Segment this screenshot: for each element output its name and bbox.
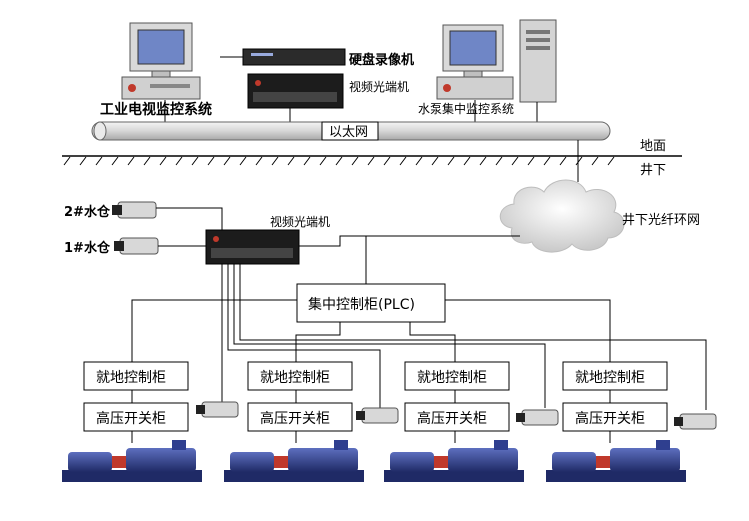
unit-2: 就地控制柜 高压开关柜	[247, 361, 399, 432]
optical-under-label: 视频光端机	[270, 214, 330, 229]
hv-switch-label: 高压开关柜	[96, 410, 166, 427]
camera-icon	[356, 407, 399, 424]
pump-icon	[384, 440, 524, 482]
wire-plc-left	[131, 299, 297, 362]
local-control-label: 就地控制柜	[575, 370, 645, 386]
optical-transceiver-under-icon	[205, 229, 300, 265]
pump-monitor-computer-icon	[436, 24, 514, 100]
wire-plc-unit3	[409, 322, 456, 362]
dvr-label: 硬盘录像机	[349, 52, 414, 68]
hv-switch-box	[404, 402, 510, 432]
sump2-label: 2#水仓	[64, 204, 111, 220]
camera-sump1-icon	[114, 237, 159, 255]
camera-icon	[196, 401, 239, 418]
dvr-icon	[242, 48, 346, 66]
camera-sump2-icon	[112, 201, 157, 219]
underground-label: 井下	[640, 163, 666, 178]
plc-box	[296, 283, 446, 323]
pump-icon	[546, 440, 686, 482]
industrial-tv-label: 工业电视监控系统	[100, 101, 212, 118]
wire-video-2	[233, 264, 546, 408]
hv-switch-label: 高压开关柜	[575, 410, 645, 427]
wire-plc-right	[445, 299, 611, 362]
unit-1: 就地控制柜 高压开关柜	[83, 361, 239, 432]
wire-plc-unit2	[295, 322, 341, 362]
local-control-box	[404, 361, 510, 391]
server-tower-icon	[519, 19, 557, 103]
hv-switch-box	[247, 402, 353, 432]
local-control-box	[83, 361, 189, 391]
pump-icon	[224, 440, 364, 482]
pump-system-label: 水泵集中监控系统	[418, 101, 514, 116]
local-control-box	[562, 361, 668, 391]
camera-icon	[674, 413, 717, 430]
wire-sump2	[156, 207, 223, 230]
local-control-label: 就地控制柜	[260, 370, 330, 386]
ring-network-label: 井下光纤环网	[622, 213, 700, 228]
ground-label: 地面	[640, 139, 666, 154]
ethernet-label: 以太网	[329, 125, 368, 140]
plc-label: 集中控制柜(PLC)	[308, 296, 415, 313]
unit-4: 就地控制柜 高压开关柜	[562, 361, 717, 432]
camera-icon	[516, 409, 559, 426]
hv-switch-label: 高压开关柜	[417, 410, 487, 427]
optical-transceiver-top-icon	[247, 73, 344, 109]
local-control-box	[247, 361, 353, 391]
hv-switch-label: 高压开关柜	[260, 410, 330, 427]
unit-3: 就地控制柜 高压开关柜	[404, 361, 559, 432]
wire-video-1	[227, 264, 381, 408]
local-control-label: 就地控制柜	[96, 370, 166, 386]
wire-optical-cloud	[299, 235, 520, 247]
local-control-label: 就地控制柜	[417, 370, 487, 386]
ground-hatching	[63, 156, 615, 166]
pump-icon	[62, 440, 202, 482]
sump1-label: 1#水仓	[64, 240, 111, 256]
ethernet-label-box	[321, 121, 379, 141]
hv-switch-box	[83, 402, 189, 432]
industrial-tv-computer-icon	[121, 22, 201, 100]
wire-video-4	[239, 264, 707, 410]
fiber-ring-cloud-icon	[499, 179, 625, 253]
optical-top-label: 视频光端机	[349, 79, 409, 94]
hv-switch-box	[562, 402, 668, 432]
